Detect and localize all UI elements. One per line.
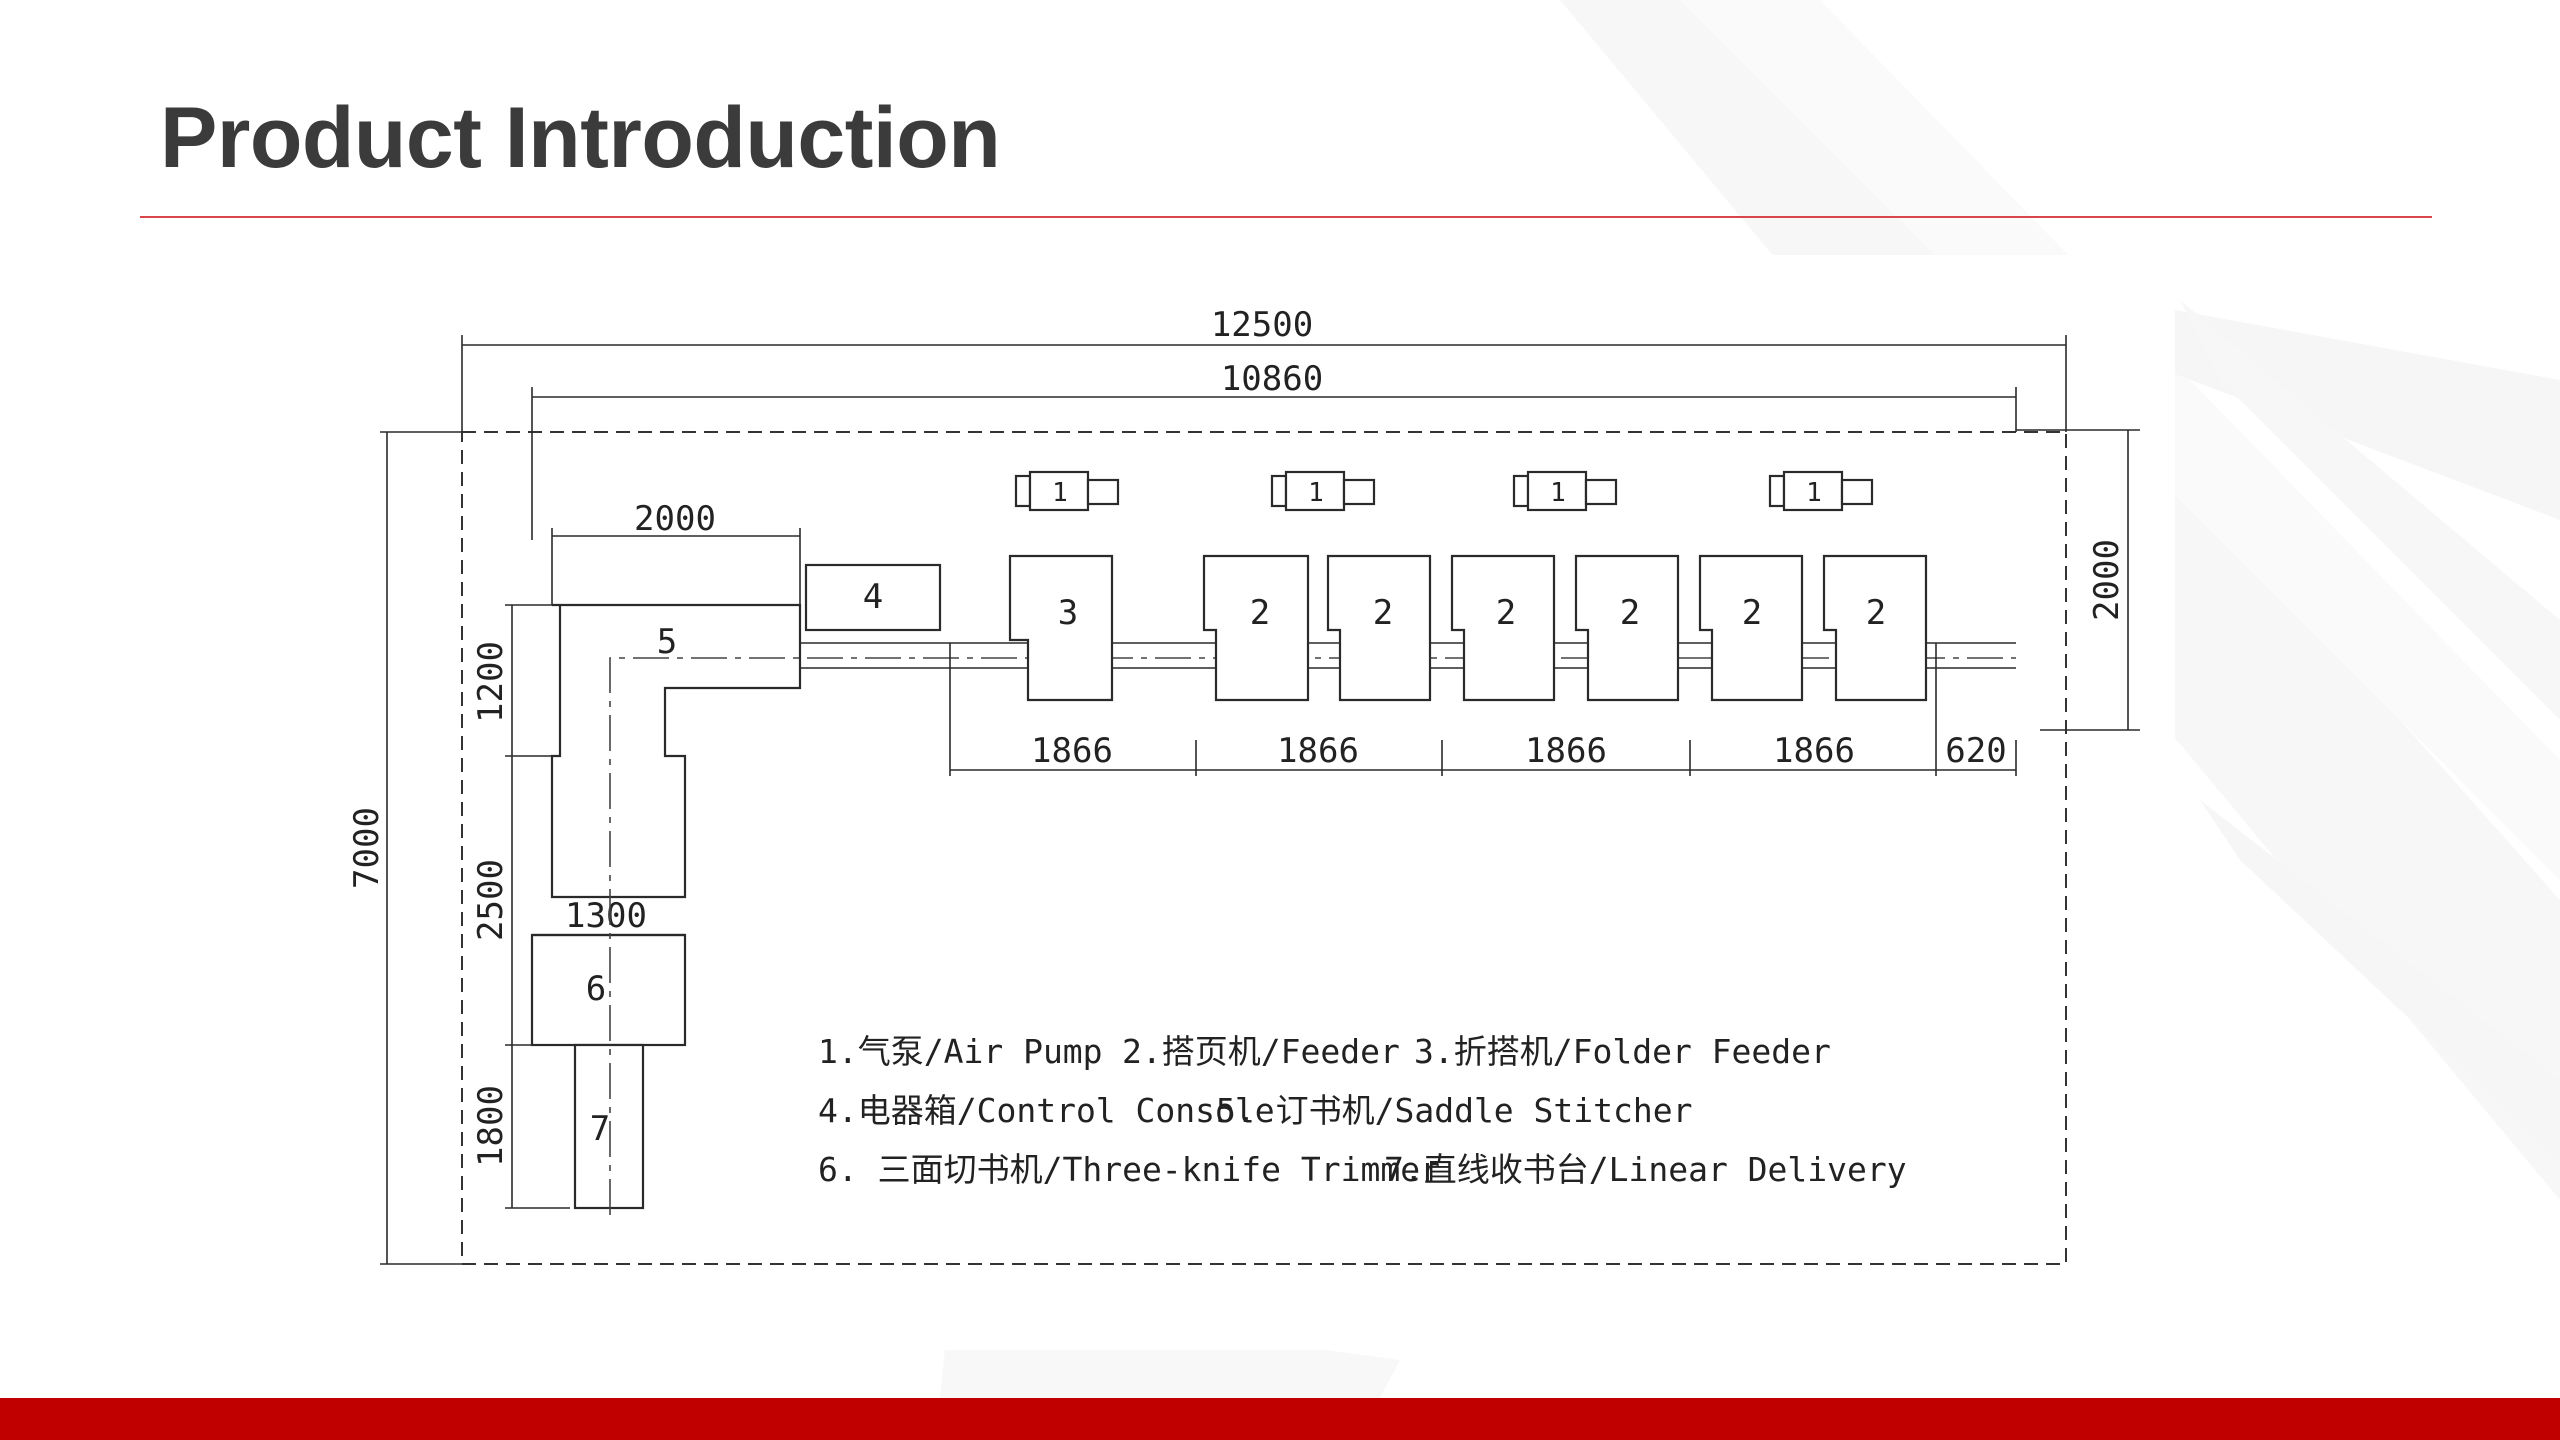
- label-4: 4: [863, 577, 883, 617]
- svg-text:1: 1: [1052, 478, 1068, 508]
- feeder-5: 2: [1698, 554, 1804, 702]
- feeder-4: 2: [1574, 554, 1680, 702]
- feeder-units: 2 2 2 2 2 2: [1202, 554, 1928, 702]
- air-pump-2: 1: [1270, 470, 1376, 512]
- dim-label-2000: 2000: [634, 499, 716, 539]
- dim-label-10860: 10860: [1221, 359, 1323, 399]
- layout-drawing-panel: [235, 255, 2175, 1350]
- dim-label-7000: 7000: [347, 807, 387, 889]
- control-console: 4: [804, 563, 942, 632]
- footer-accent-bar: [0, 1398, 2560, 1440]
- legend-item-1: 1.气泵/Air Pump: [818, 1032, 1103, 1071]
- air-pumps: 1 1 1 1: [1014, 470, 1874, 512]
- feeder-6: 2: [1822, 554, 1928, 702]
- dim-label-1200: 1200: [471, 641, 511, 723]
- dimension-10860: 10860: [531, 359, 2017, 540]
- svg-text:2: 2: [1620, 593, 1640, 633]
- label-3: 3: [1058, 593, 1078, 633]
- legend-item-5: 5. 订书机/Saddle Stitcher: [1216, 1091, 1693, 1130]
- feeder-1: 2: [1202, 554, 1310, 702]
- svg-text:2: 2: [1250, 593, 1270, 633]
- label-5: 5: [657, 622, 677, 662]
- legend: 1.气泵/Air Pump 2.搭页机/Feeder 3.折搭机/Folder …: [818, 1032, 1907, 1189]
- folder-feeder: 3: [1008, 554, 1114, 702]
- dimension-12500: 12500: [461, 305, 2067, 432]
- legend-item-7: 7.直线收书台/Linear Delivery: [1384, 1150, 1907, 1189]
- dimension-2000-top: 2000: [551, 499, 801, 605]
- dimension-stack-left: 1200 2500 1800: [471, 604, 570, 1209]
- saddle-stitcher: 5: [550, 603, 802, 899]
- dim-label-pitch-4: 1866: [1773, 731, 1855, 771]
- label-6: 6: [586, 969, 606, 1009]
- legend-item-3: 3.折搭机/Folder Feeder: [1414, 1032, 1831, 1071]
- three-knife-trimmer: 1300 6: [530, 896, 687, 1047]
- svg-text:2: 2: [1373, 593, 1393, 633]
- legend-item-4: 4.电器箱/Control Console: [818, 1091, 1275, 1130]
- svg-text:2: 2: [1496, 593, 1516, 633]
- dim-label-12500: 12500: [1211, 305, 1313, 345]
- svg-text:1: 1: [1806, 478, 1822, 508]
- dim-label-pitch-3: 1866: [1525, 731, 1607, 771]
- svg-text:1: 1: [1550, 478, 1566, 508]
- floor-boundary: [461, 431, 2067, 1265]
- air-pump-3: 1: [1512, 470, 1618, 512]
- dim-label-1300: 1300: [565, 896, 647, 936]
- svg-text:2: 2: [1742, 593, 1762, 633]
- label-7: 7: [590, 1109, 610, 1149]
- feeder-2: 2: [1326, 554, 1432, 702]
- dim-label-pitch-1: 1866: [1031, 731, 1113, 771]
- feeder-3: 2: [1450, 554, 1556, 702]
- dim-label-2000-right: 2000: [2087, 539, 2127, 621]
- legend-item-6: 6. 三面切书机/Three-knife Trimmer: [818, 1150, 1440, 1189]
- dimension-7000: 7000: [347, 431, 462, 1265]
- legend-item-2: 2.搭页机/Feeder: [1122, 1032, 1400, 1071]
- dimension-2000-right: 2000: [2016, 429, 2140, 731]
- title-divider: [140, 216, 2432, 218]
- svg-text:2: 2: [1866, 593, 1886, 633]
- dim-label-620: 620: [1945, 731, 2006, 771]
- dimension-pitch-row: 1866 1866 1866 1866 620: [950, 731, 2017, 776]
- dim-label-1800: 1800: [471, 1085, 511, 1167]
- linear-delivery: 7: [573, 1043, 645, 1210]
- dim-label-pitch-2: 1866: [1277, 731, 1359, 771]
- air-pump-4: 1: [1768, 470, 1874, 512]
- air-pump-1: 1: [1014, 470, 1120, 512]
- svg-text:1: 1: [1308, 478, 1324, 508]
- dim-label-2500: 2500: [471, 859, 511, 941]
- page-title: Product Introduction: [160, 90, 1001, 186]
